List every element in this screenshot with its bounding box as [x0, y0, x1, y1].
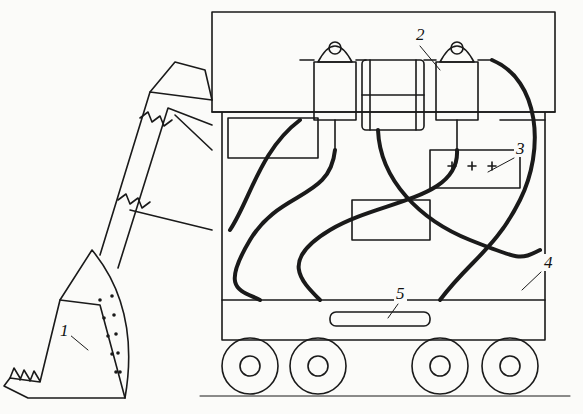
rivet [112, 313, 116, 317]
callout-number: 3 [514, 140, 527, 157]
rivet [110, 294, 114, 298]
tank [228, 118, 318, 158]
boom [100, 62, 212, 268]
brackets [352, 120, 545, 240]
callout-number: 5 [394, 285, 407, 302]
rivet [110, 352, 114, 356]
frame [212, 112, 555, 300]
bucket [4, 250, 129, 398]
control-unit-left [300, 42, 366, 150]
callout-number: 4 [542, 254, 555, 271]
rivet [118, 370, 122, 374]
callout-number: 2 [414, 26, 427, 43]
motor [362, 60, 424, 130]
wheels [200, 338, 570, 396]
callout-number: 1 [58, 322, 71, 339]
springs [118, 112, 172, 208]
upper-housing [212, 12, 555, 112]
rivet [114, 332, 118, 336]
rivets [98, 294, 122, 374]
drive-shaft [330, 312, 430, 326]
rivet [102, 316, 106, 320]
rivet [114, 370, 118, 374]
rivet [98, 298, 102, 302]
motor-ribs [362, 60, 424, 130]
rivet [106, 334, 110, 338]
control-unit-right [424, 42, 492, 150]
chassis [222, 300, 545, 340]
leader-lines [70, 46, 541, 350]
rivet [116, 351, 120, 355]
hoses [230, 60, 540, 300]
